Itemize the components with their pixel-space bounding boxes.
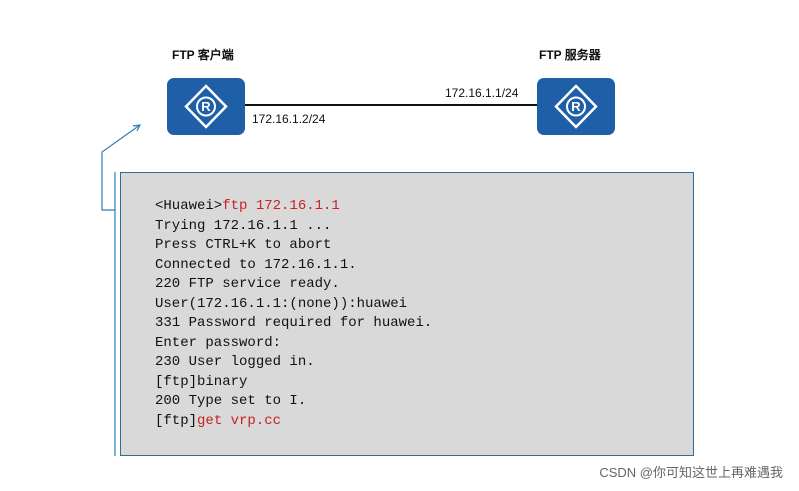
terminal-line: 331 Password required for huawei. — [155, 315, 433, 331]
server-label: FTP 服务器 — [539, 48, 601, 62]
server-ip-label: 172.16.1.1/24 — [445, 86, 519, 100]
server-router-icon: R — [537, 78, 615, 135]
svg-text:R: R — [201, 99, 211, 114]
network-link — [245, 104, 540, 106]
terminal-line: <Huawei>ftp 172.16.1.1 — [155, 197, 432, 217]
command: get vrp.cc — [197, 412, 282, 429]
terminal-line: [ftp]binary — [155, 373, 248, 390]
terminal-line: Connected to 172.16.1.1. — [155, 256, 357, 273]
watermark: CSDN @你可知这世上再难遇我 — [599, 465, 783, 480]
prompt: [ftp] — [155, 412, 198, 429]
command: ftp 172.16.1.1 — [222, 198, 340, 214]
terminal-line: Enter password: — [155, 334, 282, 351]
svg-text:R: R — [571, 99, 581, 114]
terminal-line: 230 User logged in. — [155, 354, 315, 370]
terminal-line: [ftp]get vrp.cc — [155, 412, 432, 432]
prompt: <Huawei> — [155, 198, 223, 214]
terminal-line: User(172.16.1.1:(none)):huawei — [155, 295, 408, 312]
terminal-line: Press CTRL+K to abort — [155, 237, 332, 253]
client-router-icon: R — [167, 78, 245, 135]
terminal-line: 200 Type set to I. — [155, 393, 307, 409]
terminal-line: Trying 172.16.1.1 ... — [155, 217, 332, 234]
terminal-line: 220 FTP service ready. — [155, 276, 340, 292]
client-label: FTP 客户端 — [172, 48, 234, 62]
client-ip-label: 172.16.1.2/24 — [252, 112, 326, 126]
